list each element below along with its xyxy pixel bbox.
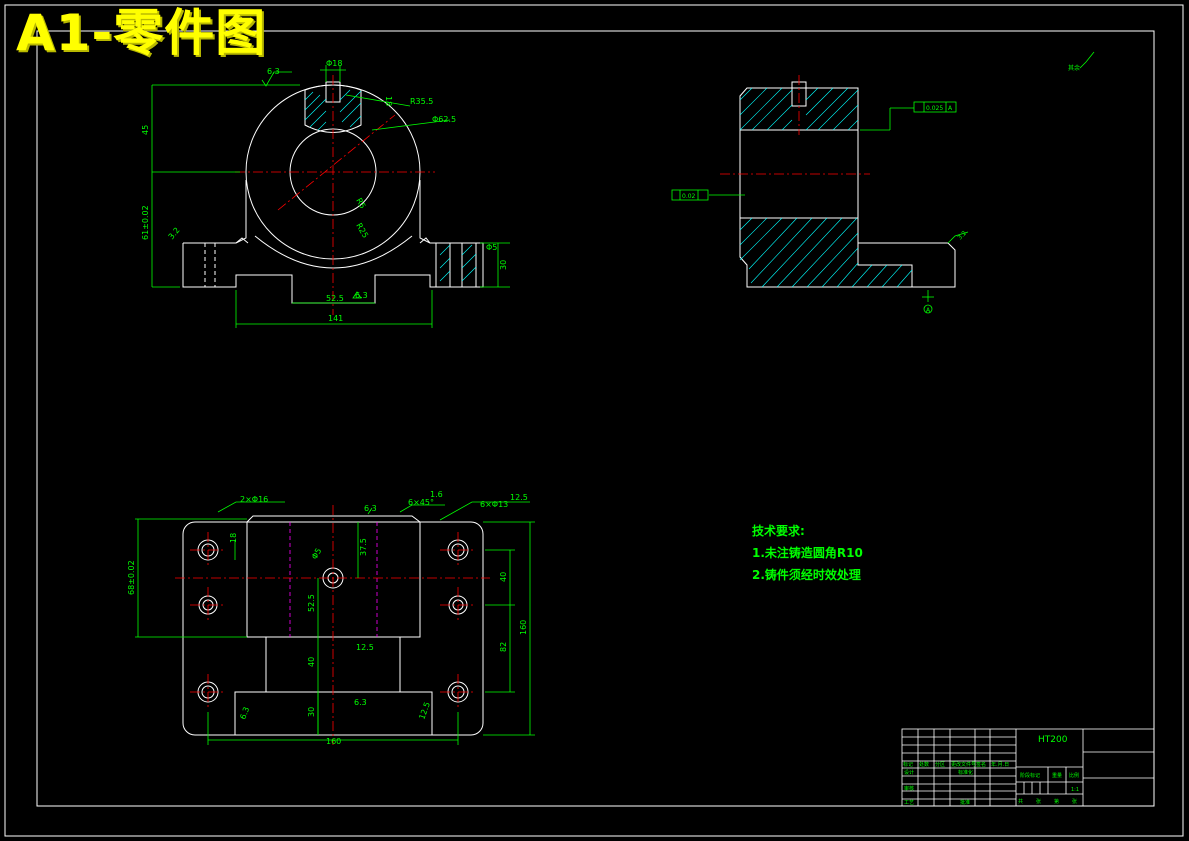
dim-top-height: 45 bbox=[141, 125, 150, 135]
base-hole-section bbox=[435, 242, 477, 288]
notes-heading: 技术要求: bbox=[752, 524, 805, 538]
tb-stage: 阶段标记 bbox=[1020, 772, 1040, 779]
dim-40-right: 40 bbox=[499, 572, 508, 582]
body-side-right bbox=[419, 180, 431, 244]
dim-rough-left: 3.2 bbox=[167, 226, 182, 242]
body-side-left bbox=[235, 180, 247, 244]
tolerance-frame bbox=[913, 101, 957, 113]
side-hatch bbox=[739, 87, 913, 288]
dim-phi5: Φ5 bbox=[310, 547, 323, 561]
chamfer-label: 6×45° bbox=[408, 498, 434, 507]
front-roughness-marks bbox=[261, 71, 362, 299]
dim-375: 37.5 bbox=[359, 538, 368, 556]
rough-b: 6.3 bbox=[354, 698, 367, 707]
tb-zone: 分区 bbox=[935, 761, 945, 768]
plan-base-recess bbox=[234, 691, 433, 735]
notes-item-1: 1.未注铸造圆角R10 bbox=[752, 546, 863, 560]
side-annotations bbox=[671, 51, 1095, 314]
tb-scale-value: 1:1 bbox=[1071, 787, 1079, 793]
tb-review: 审核 bbox=[904, 785, 914, 792]
dim-top-63: 6.3 bbox=[364, 504, 377, 513]
inner-border bbox=[36, 30, 1155, 807]
tb-weight: 重量 bbox=[1052, 772, 1062, 779]
side-text: 0.025 A 0.02 A 3.2 其余 bbox=[682, 64, 1080, 314]
dim-bore: Φ62.5 bbox=[432, 115, 456, 124]
notes-item-2: 2.铸件须经时效处理 bbox=[752, 568, 861, 582]
dim-hole: Φ5 bbox=[486, 243, 497, 252]
tb-sheet1: 张 bbox=[1036, 798, 1041, 805]
datum-label: A bbox=[926, 307, 931, 314]
technical-notes: 技术要求: 1.未注铸造圆角R10 2.铸件须经时效处理 bbox=[752, 520, 863, 586]
dim-82: 82 bbox=[499, 642, 508, 652]
plan-boss bbox=[246, 522, 421, 638]
dim-rough-base: 6.3 bbox=[355, 291, 368, 300]
tb-standard: 标准化 bbox=[958, 769, 973, 776]
inner-curve bbox=[254, 235, 413, 269]
title-block-text: HT200 标记 处数 分区 更改文件号 签名 年.月.日 设计 标准化 审核 … bbox=[903, 735, 1079, 806]
dim-radius: R35.5 bbox=[410, 97, 433, 106]
holes-right-label: 6×Φ13 bbox=[480, 500, 508, 509]
dim-40-mid: 40 bbox=[307, 657, 316, 667]
plan-center-lines bbox=[175, 505, 490, 745]
title-block bbox=[901, 728, 1155, 807]
tb-mark: 标记 bbox=[903, 761, 913, 768]
tb-total: 共 bbox=[1018, 798, 1023, 805]
plan-dim-text: 2×Φ16 6×45° 1.6 6×Φ13 12.5 68±0.02 18 6.… bbox=[127, 490, 528, 746]
side-center-lines bbox=[720, 75, 870, 175]
tb-process: 工艺 bbox=[904, 800, 914, 806]
tb-nth: 第 bbox=[1054, 798, 1059, 805]
plan-dashed bbox=[289, 522, 378, 637]
holes-left-label: 2×Φ16 bbox=[240, 495, 268, 504]
dim-center-height: 61±0.02 bbox=[141, 205, 150, 240]
plan-dimensions bbox=[135, 501, 535, 745]
sheet-title: A1-零件图 bbox=[16, 4, 267, 62]
tb-change-doc: 更改文件号 bbox=[951, 761, 976, 768]
front-dim-text: Φ18 6.3 18 R35.5 Φ62.5 45 61±0.02 30 Φ5 … bbox=[141, 59, 508, 323]
datum-box-value: 0.02 bbox=[682, 193, 696, 200]
roughness-corner: 其余 bbox=[1068, 64, 1080, 72]
tb-approve: 批准 bbox=[960, 799, 970, 806]
dim-radial: R25 bbox=[354, 222, 370, 240]
tb-sign: 签名 bbox=[976, 761, 986, 768]
rough-a: 12.5 bbox=[356, 643, 374, 652]
tb-date: 年.月.日 bbox=[991, 761, 1009, 768]
rough-d: 12.5 bbox=[417, 701, 432, 721]
holes-right-rough: 12.5 bbox=[510, 493, 528, 502]
dim-roughness-top: 6.3 bbox=[267, 67, 280, 76]
tb-scale: 比例 bbox=[1069, 772, 1079, 779]
side-outline bbox=[739, 87, 913, 288]
front-hatch bbox=[304, 89, 477, 282]
chamfer-roughness: 1.6 bbox=[430, 490, 443, 499]
front-dimensions bbox=[151, 65, 510, 328]
tb-count: 处数 bbox=[919, 761, 929, 768]
dim-base-width: 141 bbox=[328, 314, 343, 323]
side-right-flange bbox=[912, 242, 956, 288]
dim-base-height: 30 bbox=[499, 260, 508, 270]
tb-sheet2: 张 bbox=[1072, 798, 1077, 805]
roughness-right-side: 3.2 bbox=[956, 230, 968, 242]
material-label: HT200 bbox=[1038, 735, 1068, 745]
dim-18: 18 bbox=[229, 533, 238, 543]
rough-c: 6.3 bbox=[238, 706, 251, 721]
side-view bbox=[739, 81, 956, 288]
dim-525: 52.5 bbox=[307, 594, 316, 612]
front-center-lines bbox=[235, 75, 435, 315]
dim-top-hole: Φ18 bbox=[326, 59, 342, 68]
dim-160-right: 160 bbox=[519, 620, 528, 635]
dim-160-bottom: 160 bbox=[326, 737, 341, 746]
top-section bbox=[304, 84, 362, 133]
dim-depth: 18 bbox=[384, 96, 393, 106]
dim-slot: 52.5 bbox=[326, 294, 344, 303]
outer-border bbox=[4, 4, 1184, 837]
tolerance-datum: A bbox=[948, 105, 953, 112]
tb-design: 设计 bbox=[904, 769, 914, 776]
datum-frame-left bbox=[671, 189, 709, 201]
tolerance-value: 0.025 bbox=[926, 105, 943, 112]
dim-30-mid: 30 bbox=[307, 707, 316, 717]
dim-68: 68±0.02 bbox=[127, 560, 136, 595]
